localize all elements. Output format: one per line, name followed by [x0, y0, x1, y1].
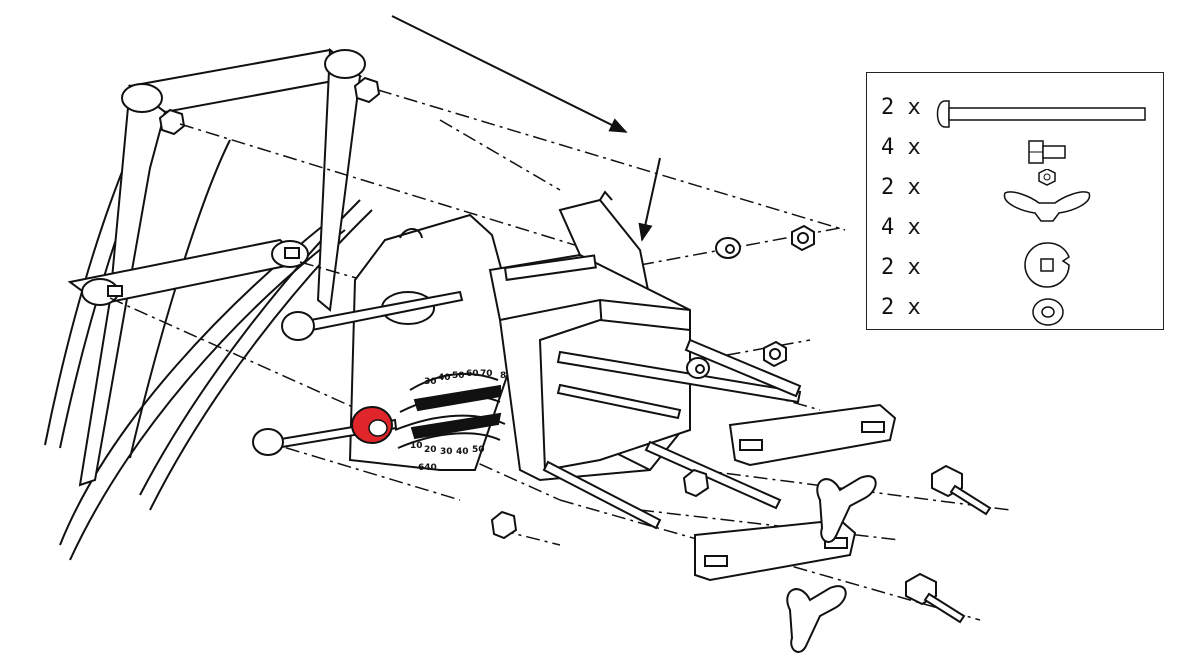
direction-arrow-short [638, 157, 661, 242]
u-bolt-rods [542, 338, 802, 530]
parts-qty-1: 2 x [881, 95, 921, 120]
scale-tick-top-2: 40 [438, 373, 451, 383]
end-hex-bolts [905, 464, 992, 624]
scale-tick-bottom-3: 30 [440, 447, 453, 457]
wing-nuts [786, 475, 877, 653]
carriage-bolt-icon [936, 100, 1146, 128]
scale-label-bottom: 640 [418, 463, 437, 473]
flat-washer-icon [1032, 298, 1064, 326]
scale-tick-bottom-5: 50 [472, 445, 485, 455]
scale-tick-bottom-4: 40 [456, 447, 469, 457]
upper-frame-arm [67, 47, 366, 487]
scale-tick-bottom-2: 20 [424, 445, 437, 455]
parts-qty-6: 2 x [881, 295, 921, 320]
direction-arrow-long [391, 15, 628, 133]
wing-nut-icon [1003, 169, 1091, 222]
scale-tick-bottom-1: 10 [410, 441, 423, 451]
parts-qty-5: 2 x [881, 255, 921, 280]
elevation-scale-plate [348, 213, 522, 471]
parts-qty-3: 2 x [881, 175, 921, 200]
scale-tick-top-5: 70 [480, 369, 493, 379]
parts-qty-4: 4 x [881, 215, 921, 240]
square-hole-washer-icon [1024, 242, 1070, 288]
scale-tick-top-1: 30 [424, 377, 437, 387]
scale-tick-top-4: 60 [466, 369, 479, 379]
mount-bracket-body [488, 190, 691, 482]
scale-tick-top-3: 50 [452, 371, 465, 381]
parts-list-box: 2 x 4 x 2 x 4 x 2 x 2 x [866, 72, 1164, 330]
loose-hardware [490, 224, 815, 540]
hex-bolt-icon [1028, 140, 1066, 164]
highlighted-washer [351, 406, 393, 444]
parts-qty-2: 4 x [881, 135, 921, 160]
